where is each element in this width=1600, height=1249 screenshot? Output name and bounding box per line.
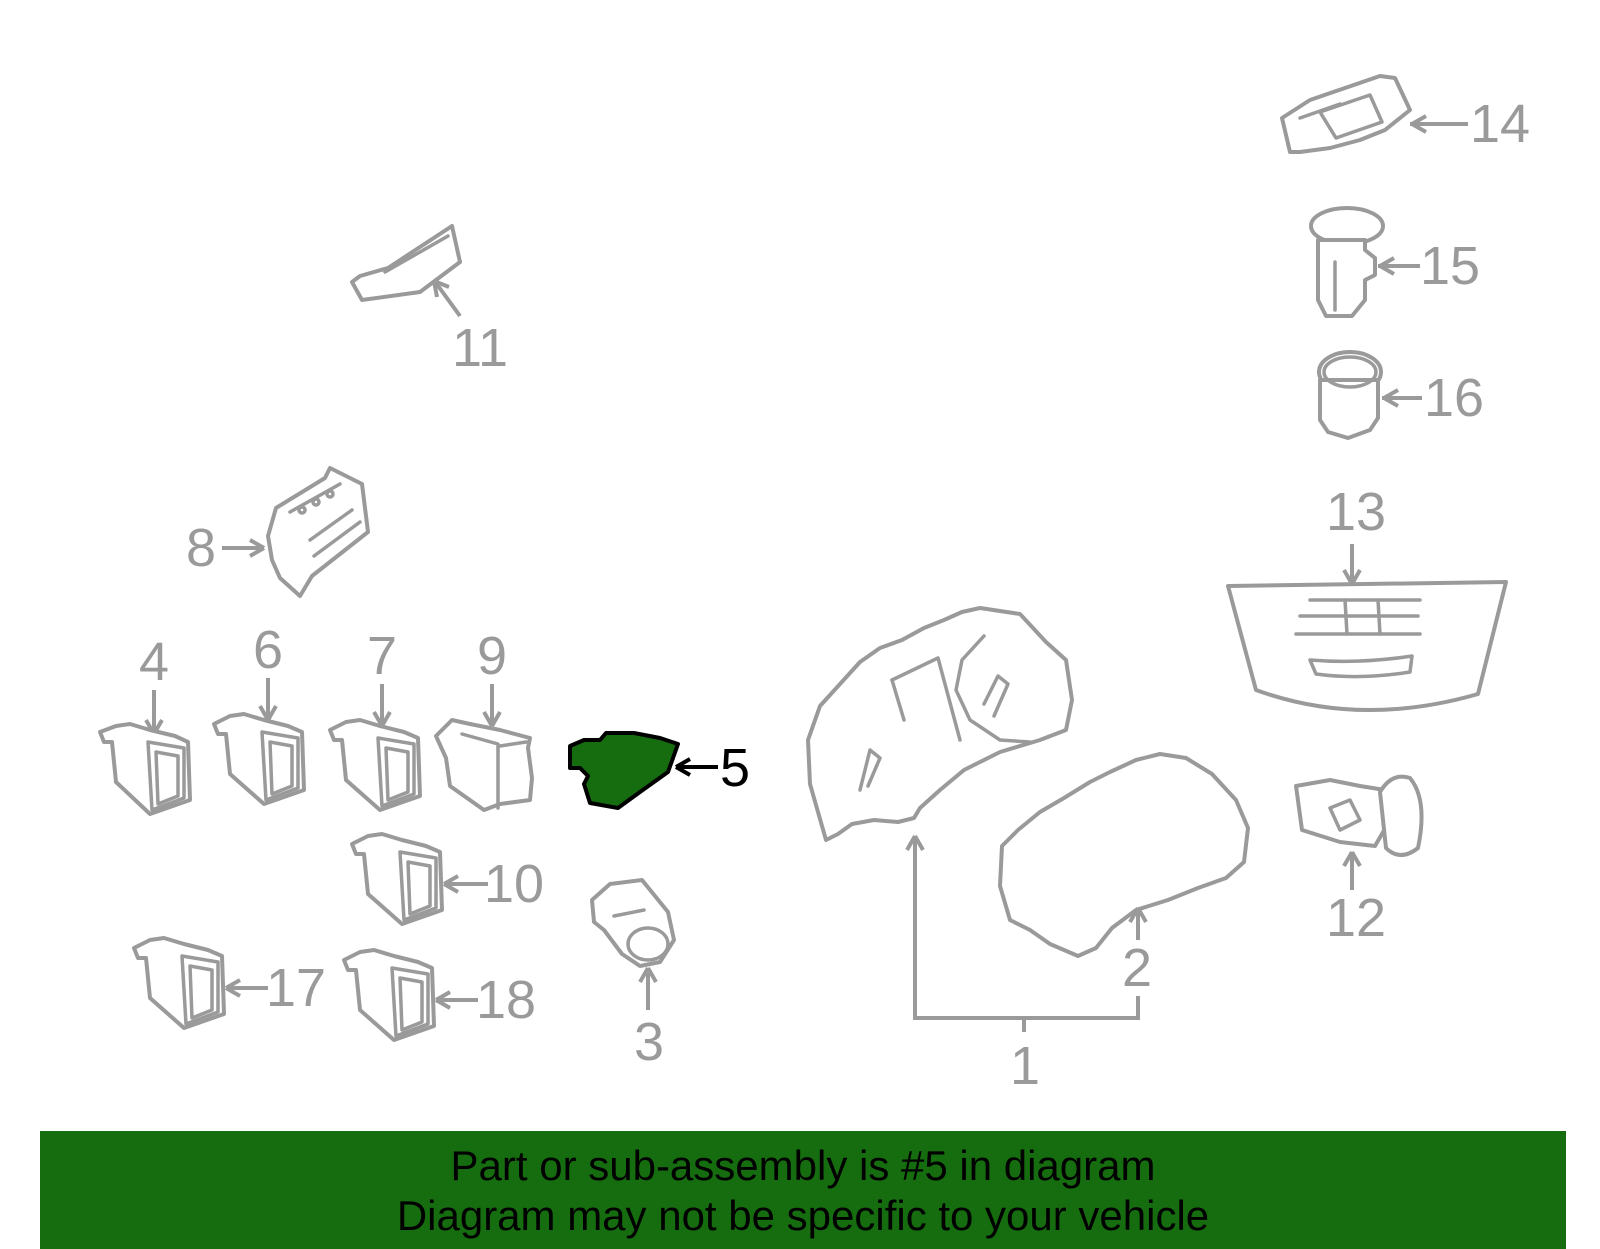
part-6[interactable] <box>212 712 306 806</box>
part-10[interactable] <box>350 832 444 926</box>
part-8[interactable] <box>266 466 370 598</box>
callout-2: 2 <box>1122 938 1152 998</box>
part-4[interactable] <box>98 722 192 816</box>
part-3[interactable] <box>590 878 676 968</box>
callout-15: 15 <box>1420 236 1480 296</box>
part-9[interactable] <box>434 718 534 812</box>
callout-17: 17 <box>266 958 326 1018</box>
callout-16: 16 <box>1424 368 1484 428</box>
part-15[interactable] <box>1309 206 1385 318</box>
part-17[interactable] <box>132 936 226 1030</box>
part-14[interactable] <box>1280 74 1412 154</box>
callout-12: 12 <box>1326 888 1386 948</box>
callout-6: 6 <box>253 620 283 680</box>
callout-8: 8 <box>186 518 216 578</box>
callout-4: 4 <box>139 632 169 692</box>
part-2[interactable] <box>998 752 1250 958</box>
banner-line-1: Part or sub-assembly is #5 in diagram <box>450 1142 1156 1189</box>
part-12[interactable] <box>1294 774 1424 857</box>
callout-14: 14 <box>1470 94 1530 154</box>
callout-18: 18 <box>476 970 536 1030</box>
callout-11: 11 <box>452 318 508 378</box>
callout-9: 9 <box>477 626 507 686</box>
part-16[interactable] <box>1317 350 1383 440</box>
part-5[interactable] <box>568 731 680 810</box>
callout-5: 5 <box>720 738 750 798</box>
banner-line-2: Diagram may not be specific to your vehi… <box>396 1192 1210 1239</box>
part-18[interactable] <box>342 948 436 1042</box>
callout-1: 1 <box>1010 1036 1040 1096</box>
part-13[interactable] <box>1226 580 1508 712</box>
part-1[interactable] <box>806 606 1074 842</box>
callout-7: 7 <box>367 626 397 686</box>
info-banner: Part or sub-assembly is #5 in diagram Di… <box>40 1131 1566 1249</box>
callout-10: 10 <box>484 854 544 914</box>
callout-3: 3 <box>634 1012 664 1072</box>
part-7[interactable] <box>328 718 422 812</box>
callout-13: 13 <box>1326 482 1386 542</box>
part-11[interactable] <box>350 224 462 302</box>
